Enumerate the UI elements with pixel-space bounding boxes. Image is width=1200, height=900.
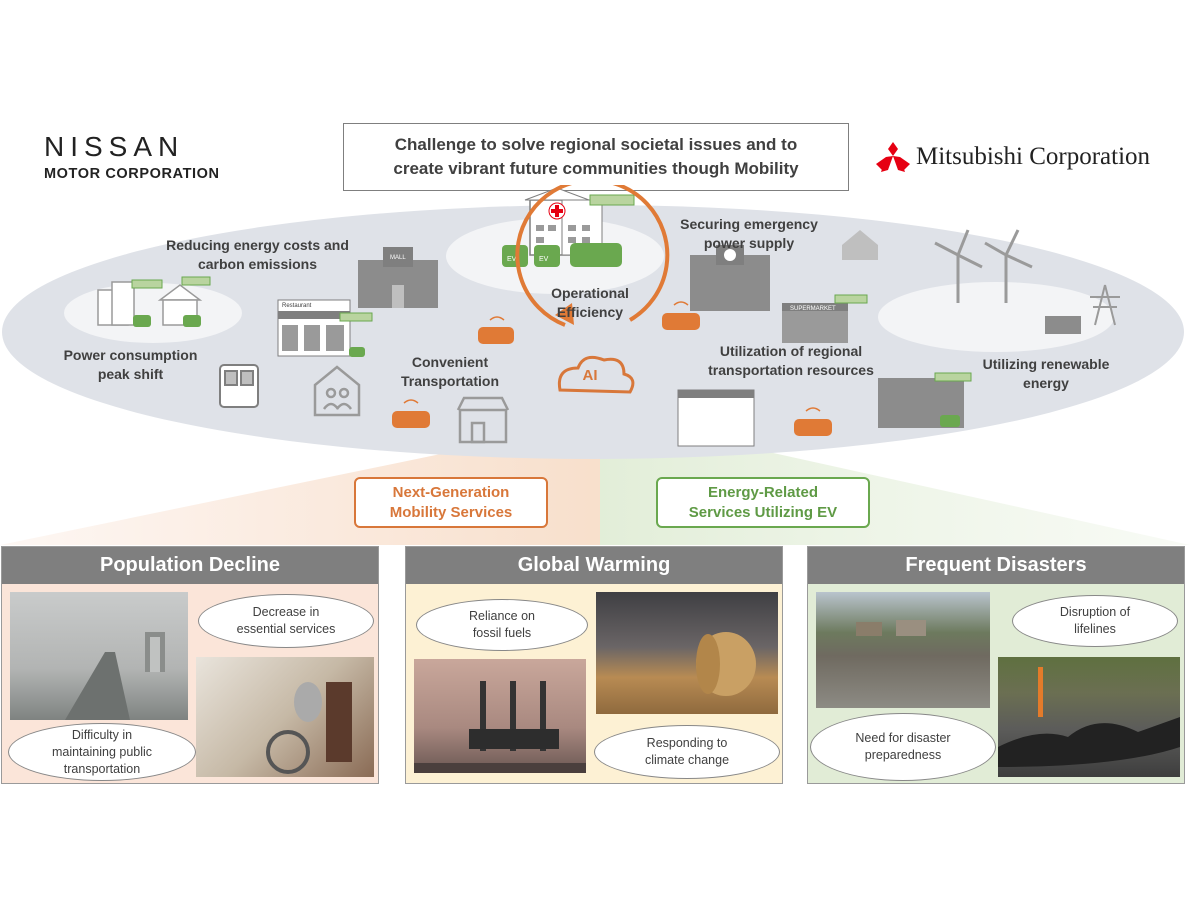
- restaurant-building-icon: [277, 299, 351, 357]
- label-operational-efficiency: Operational Efficiency: [551, 285, 629, 320]
- title-box: Challenge to solve regional societal iss…: [343, 123, 849, 191]
- municipal-building-icon: [677, 389, 755, 447]
- community-illustrations: Restaurant MALL EV EV: [97, 185, 1120, 447]
- power-tower-icon: [1090, 284, 1120, 326]
- ev-car-icon: [133, 315, 151, 327]
- label-securing-power: Securing emergency power supply: [680, 216, 818, 251]
- home-family-icon: [313, 365, 361, 417]
- wind-turbine-icon: [934, 229, 1033, 303]
- bubble-disaster-preparedness: Need for disaster preparedness: [810, 713, 996, 781]
- panel-title: Global Warming: [406, 547, 782, 584]
- cloud-icon: [557, 355, 635, 394]
- bubble-fossil-fuels: Reliance on fossil fuels: [416, 599, 588, 651]
- bubble-lifelines: Disruption of lifelines: [1012, 595, 1178, 647]
- service-next-gen-mobility: Next-Generation Mobility Services: [354, 477, 548, 528]
- ev-car-icon: [534, 245, 560, 267]
- mitsubishi-logo: Mitsubishi Corporation: [876, 142, 1150, 172]
- shop-icon: [456, 396, 510, 444]
- ev-van-icon: [570, 243, 622, 267]
- cracked-road-photo: [998, 657, 1180, 777]
- ev-car-icon: [183, 315, 201, 327]
- supermarket-icon: [782, 303, 848, 343]
- panel-frequent-disasters: Frequent Disasters Disruption of lifelin…: [807, 546, 1185, 784]
- panel-population-decline: Population Decline Decrease in essential…: [1, 546, 379, 784]
- hay-field-photo: [596, 592, 778, 714]
- label-reducing-energy: Reducing energy costs and carbon emissio…: [166, 237, 349, 272]
- mall-building-icon: [358, 247, 438, 308]
- three-diamonds-icon: [876, 142, 910, 172]
- page-title: Challenge to solve regional societal iss…: [393, 135, 799, 178]
- nissan-logo: NISSAN MOTOR CORPORATION: [44, 131, 254, 183]
- shuttle-van-icon: [392, 313, 832, 436]
- service-energy-ev: Energy-Related Services Utilizing EV: [656, 477, 870, 528]
- ev-car-icon: [502, 245, 528, 267]
- panel-title: Population Decline: [2, 547, 378, 584]
- supermarket-sign: SUPERMARKET: [790, 306, 836, 312]
- house-icon: [842, 230, 878, 260]
- bubble-public-transport: Difficulty in maintaining public transpo…: [8, 723, 196, 781]
- nissan-wordmark: NISSAN: [44, 131, 185, 162]
- wifi-icon: [403, 301, 821, 412]
- mall-sign: MALL: [390, 255, 406, 261]
- landslide-photo: [816, 592, 990, 708]
- label-convenient-transportation: Convenient Transportation: [400, 354, 499, 389]
- wheelchair-photo: [196, 657, 374, 777]
- nissan-subtitle: MOTOR CORPORATION: [44, 166, 220, 182]
- ev-tag: EV: [539, 256, 549, 263]
- office-building-icon: [690, 245, 770, 311]
- panel-global-warming: Global Warming Reliance on fossil fuels …: [405, 546, 783, 784]
- restaurant-sign: Restaurant: [282, 303, 312, 309]
- label-peak-shift: Power consumption peak shift: [63, 347, 198, 382]
- mitsubishi-wordmark: Mitsubishi Corporation: [916, 143, 1151, 170]
- bubble-climate-change: Responding to climate change: [594, 725, 780, 779]
- bubble-essential-services: Decrease in essential services: [198, 594, 374, 648]
- label-regional-transport: Utilization of regional transportation r…: [708, 343, 874, 378]
- ai-label: AI: [582, 367, 598, 384]
- home-zone: [64, 283, 242, 343]
- train-icon: [219, 364, 259, 408]
- oil-rig-photo: [414, 659, 586, 773]
- foggy-road-photo: [10, 592, 188, 720]
- battery-storage-icon: [1045, 316, 1081, 334]
- ai-cycle-arrow: [515, 185, 670, 327]
- panel-title: Frequent Disasters: [808, 547, 1184, 584]
- label-renewable-energy: Utilizing renewable energy: [982, 356, 1110, 391]
- ev-tag: EV: [507, 256, 517, 263]
